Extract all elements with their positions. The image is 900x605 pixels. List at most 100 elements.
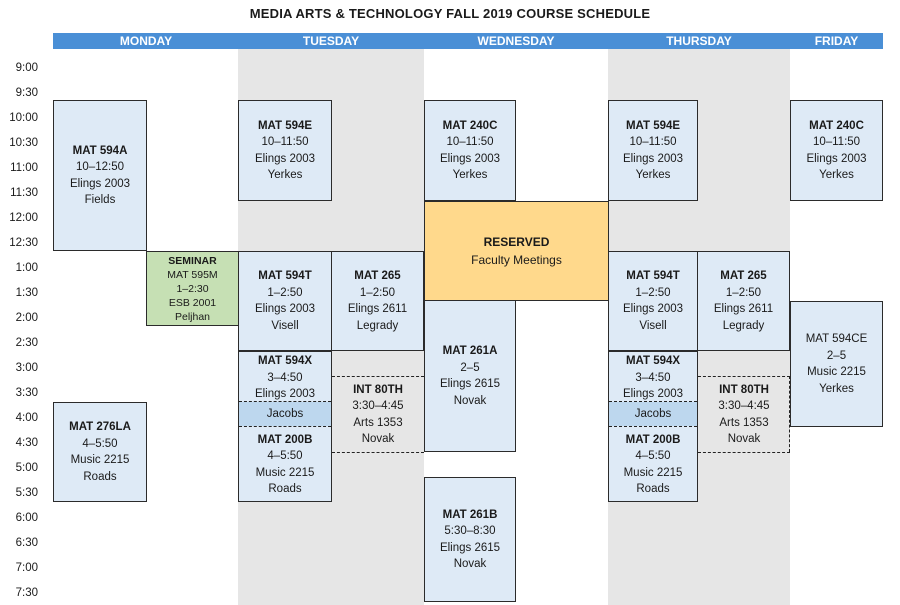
course-code: MAT 594A — [72, 144, 128, 157]
class-block-mat-594t[interactable]: MAT 594T 1–2:50 Elings 2003 Visell — [238, 251, 332, 351]
course-instructor: Yerkes — [452, 169, 488, 181]
time-label: 2:00 — [15, 312, 38, 324]
class-block-mat-265[interactable]: MAT 265 1–2:50 Elings 2611 Legrady — [331, 251, 424, 351]
time-label: 10:30 — [9, 137, 38, 149]
course-code: MAT 200B — [257, 433, 313, 446]
course-code: MAT 594T — [626, 270, 680, 282]
class-block-mat-261b[interactable]: MAT 261B 5:30–8:30 Elings 2615 Novak — [424, 477, 516, 602]
course-room: Elings 2003 — [622, 152, 684, 165]
course-instructor: Visell — [271, 319, 299, 332]
course-room: Music 2215 — [255, 466, 315, 479]
course-time: 1–2:50 — [267, 286, 303, 299]
class-block-mat-240c[interactable]: MAT 240C 10–11:50 Elings 2003 Yerkes — [424, 100, 516, 201]
course-code: INT 80TH — [719, 383, 769, 396]
course-room: Elings 2615 — [439, 378, 501, 390]
class-block-int-80th[interactable]: INT 80TH 3:30–4:45 Arts 1353 Novak — [698, 377, 790, 452]
time-label: 1:30 — [15, 287, 38, 299]
course-instructor-band: Jacobs — [609, 402, 697, 426]
time-label: 3:00 — [15, 362, 38, 374]
course-room: Music 2215 — [623, 466, 683, 479]
course-time: 1–2:50 — [359, 286, 396, 299]
course-room: Elings 2611 — [347, 303, 408, 315]
course-room: ESB 2001 — [168, 296, 217, 309]
course-room: Elings 2611 — [713, 303, 774, 315]
course-code: MAT 594E — [257, 119, 313, 132]
course-instructor: Roads — [636, 483, 670, 495]
time-label: 7:30 — [15, 587, 38, 599]
course-code: INT 80TH — [353, 383, 403, 396]
course-time: 1–2:50 — [635, 286, 671, 299]
time-label: 12:00 — [9, 212, 38, 224]
page-title: MEDIA ARTS & TECHNOLOGY FALL 2019 COURSE… — [249, 6, 651, 21]
course-instructor: Yerkes — [267, 169, 303, 181]
course-instructor: Peljhan — [174, 310, 211, 323]
course-room: Arts 1353 — [353, 416, 403, 429]
time-label: 11:30 — [10, 187, 38, 199]
class-block-mat-265[interactable]: MAT 265 1–2:50 Elings 2611 Legrady — [697, 251, 790, 351]
time-label: 4:00 — [15, 412, 38, 424]
course-instructor-band: Jacobs — [239, 402, 331, 426]
time-label: 5:00 — [15, 462, 38, 474]
class-block-mat-594e[interactable]: MAT 594E 10–11:50 Elings 2003 Yerkes — [238, 100, 332, 201]
course-time: 5:30–8:30 — [444, 525, 496, 537]
class-block-mat-594t[interactable]: MAT 594T 1–2:50 Elings 2003 Visell — [608, 251, 698, 351]
course-time: 10–11:50 — [261, 136, 309, 148]
time-label: 4:30 — [15, 437, 38, 449]
time-label: 9:00 — [15, 62, 38, 74]
course-time: 1–2:30 — [176, 282, 209, 295]
course-instructor: Novak — [453, 394, 487, 407]
time-label: 2:30 — [15, 337, 38, 349]
course-code: MAT 265 — [720, 270, 767, 282]
time-label: 5:30 — [15, 487, 38, 499]
class-block-mat-200b[interactable]: MAT 200B 4–5:50 Music 2215 Roads — [238, 427, 332, 502]
time-label: 11:00 — [10, 162, 38, 174]
course-instructor: Jacobs — [634, 407, 672, 420]
time-label: 9:30 — [15, 87, 38, 99]
time-label: 6:00 — [15, 512, 38, 524]
divider-line — [332, 376, 424, 377]
divider-line — [332, 452, 424, 453]
course-instructor: Novak — [727, 433, 761, 445]
day-header-wednesday: WEDNESDAY — [424, 33, 608, 49]
class-block-mat-594a[interactable]: MAT 594A 10–12:50 Elings 2003 Fields — [53, 100, 147, 251]
class-block-seminar-mat-595m[interactable]: SEMINAR MAT 595M 1–2:30 ESB 2001 Peljhan — [146, 251, 239, 326]
course-code: MAT 594CE — [805, 333, 868, 345]
course-code: MAT 261B — [442, 508, 498, 521]
divider-line — [789, 376, 790, 452]
course-room: Elings 2003 — [439, 152, 501, 165]
course-time: 10–11:50 — [446, 136, 494, 148]
day-header-thursday: THURSDAY — [608, 33, 790, 49]
course-time: 2–5 — [460, 361, 480, 374]
class-block-mat-261a[interactable]: MAT 261A 2–5 Elings 2615 Novak — [424, 300, 516, 452]
course-time: 10–12:50 — [76, 161, 124, 173]
course-code: MAT 594X — [257, 355, 313, 367]
course-room: Elings 2003 — [622, 303, 684, 315]
reserved-block-faculty-meetings[interactable]: RESERVED Faculty Meetings — [424, 201, 609, 301]
course-code: MAT 594T — [258, 270, 312, 282]
course-time: 1–2:50 — [725, 286, 762, 299]
day-header-friday: FRIDAY — [790, 33, 883, 49]
course-instructor: Yerkes — [635, 169, 671, 181]
divider-line — [698, 376, 790, 377]
course-instructor: Yerkes — [819, 382, 854, 395]
course-instructor: Novak — [361, 433, 395, 445]
course-instructor: Legrady — [722, 319, 765, 332]
class-block-mat-594ce[interactable]: MAT 594CE 2–5 Music 2215 Yerkes — [790, 301, 883, 427]
course-instructor: Jacobs — [266, 407, 304, 420]
class-block-mat-240c[interactable]: MAT 240C 10–11:50 Elings 2003 Yerkes — [790, 100, 883, 201]
reserved-note: Faculty Meetings — [471, 253, 562, 267]
course-code: MAT 595M — [167, 268, 218, 281]
divider-line — [239, 401, 331, 402]
class-block-int-80th[interactable]: INT 80TH 3:30–4:45 Arts 1353 Novak — [332, 377, 424, 452]
course-room: Elings 2003 — [622, 388, 684, 400]
course-time: 3–4:50 — [635, 371, 671, 384]
course-room: Elings 2003 — [69, 177, 131, 190]
time-label: 7:00 — [15, 562, 38, 574]
course-time: 10–11:50 — [812, 136, 861, 148]
class-block-mat-594e[interactable]: MAT 594E 10–11:50 Elings 2003 Yerkes — [608, 100, 698, 201]
course-code: MAT 261A — [442, 345, 498, 357]
course-kind: SEMINAR — [168, 254, 217, 267]
class-block-mat-276la[interactable]: MAT 276LA 4–5:50 Music 2215 Roads — [53, 402, 147, 502]
reserved-label: RESERVED — [483, 235, 550, 249]
class-block-mat-200b[interactable]: MAT 200B 4–5:50 Music 2215 Roads — [608, 427, 698, 502]
